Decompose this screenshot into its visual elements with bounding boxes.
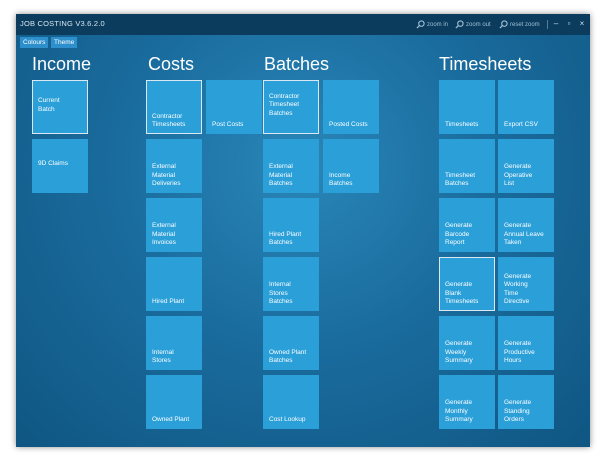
tile-internal-stores[interactable]: Internal Stores: [146, 316, 202, 370]
zoom-in-button[interactable]: zoom in: [416, 18, 448, 31]
colours-button[interactable]: Colours: [20, 37, 49, 48]
section-title-timesheets: Timesheets: [439, 54, 532, 74]
tile-income-batches[interactable]: Income Batches: [323, 139, 379, 193]
section-title-costs: Costs: [148, 54, 195, 74]
zoom-out-icon: [455, 20, 464, 29]
tile-owned-plant-batches[interactable]: Owned Plant Batches: [263, 316, 319, 370]
tile-generate-blank-timesheets[interactable]: Generate Blank Timesheets: [439, 257, 495, 311]
section-title-batches: Batches: [264, 54, 330, 74]
tile-generate-standing-orders[interactable]: Generate Standing Orders: [498, 375, 554, 429]
tile-external-material-deliveries[interactable]: External Material Deliveries: [146, 139, 202, 193]
minimize-button[interactable]: ‒: [550, 18, 562, 30]
tile-posted-costs[interactable]: Posted Costs: [323, 80, 379, 134]
tile-owned-plant[interactable]: Owned Plant: [146, 375, 202, 429]
tile-generate-annual-leave-taken[interactable]: Generate Annual Leave Taken: [498, 198, 554, 252]
tile-hired-plant[interactable]: Hired Plant: [146, 257, 202, 311]
tile-generate-operative-list[interactable]: Generate Operative List: [498, 139, 554, 193]
tile-hired-plant-batches[interactable]: Hired Plant Batches: [263, 198, 319, 252]
close-icon: ×: [579, 19, 585, 28]
zoom-in-label: zoom in: [427, 21, 449, 28]
tile-contractor-timesheets[interactable]: Contractor Timesheets: [146, 80, 202, 134]
tile-contractor-timesheet-batches[interactable]: Contractor Timesheet Batches: [263, 80, 319, 134]
title-bar: JOB COSTING V3.6.2.0 zoom in zoom out re…: [16, 14, 590, 35]
zoom-out-label: zoom out: [466, 21, 491, 28]
theme-button[interactable]: Theme: [51, 37, 78, 48]
tile-generate-monthly-summary[interactable]: Generate Monthly Summary: [439, 375, 495, 429]
app-window: JOB COSTING V3.6.2.0 zoom in zoom out re…: [16, 14, 590, 447]
zoom-in-icon: [416, 20, 425, 29]
reset-zoom-label: reset zoom: [510, 21, 540, 28]
tile-cost-lookup[interactable]: Cost Lookup: [263, 375, 319, 429]
tile-generate-barcode-report[interactable]: Generate Barcode Report: [439, 198, 495, 252]
section-title-income: Income: [32, 54, 92, 74]
maximize-icon: ▫: [567, 19, 571, 28]
tile-generate-working-time-directive[interactable]: Generate Working Time Directive: [498, 257, 554, 311]
tile-external-material-batches[interactable]: External Material Batches: [263, 139, 319, 193]
tile-external-material-invoices[interactable]: External Material Invoices: [146, 198, 202, 252]
toolbar-separator: [547, 20, 548, 29]
tile-timesheet-batches[interactable]: Timesheet Batches: [439, 139, 495, 193]
tile-post-costs[interactable]: Post Costs: [206, 80, 262, 134]
tile-timesheets[interactable]: Timesheets: [439, 80, 495, 134]
tile-9d-claims[interactable]: 9D Claims: [32, 139, 88, 193]
tile-generate-productive-hours[interactable]: Generate Productive Hours: [498, 316, 554, 370]
close-button[interactable]: ×: [576, 18, 588, 30]
zoom-out-button[interactable]: zoom out: [455, 18, 491, 31]
tile-internal-stores-batches[interactable]: Internal Stores Batches: [263, 257, 319, 311]
tile-generate-weekly-summary[interactable]: Generate Weekly Summary: [439, 316, 495, 370]
tile-current-batch[interactable]: Current Batch: [32, 80, 88, 134]
tile-export-csv[interactable]: Export CSV: [498, 80, 554, 134]
minimize-icon: ‒: [553, 19, 559, 28]
maximize-button[interactable]: ▫: [563, 18, 575, 30]
reset-zoom-button[interactable]: reset zoom: [499, 18, 540, 31]
app-title: JOB COSTING V3.6.2.0: [20, 19, 105, 28]
reset-zoom-icon: [499, 20, 508, 29]
